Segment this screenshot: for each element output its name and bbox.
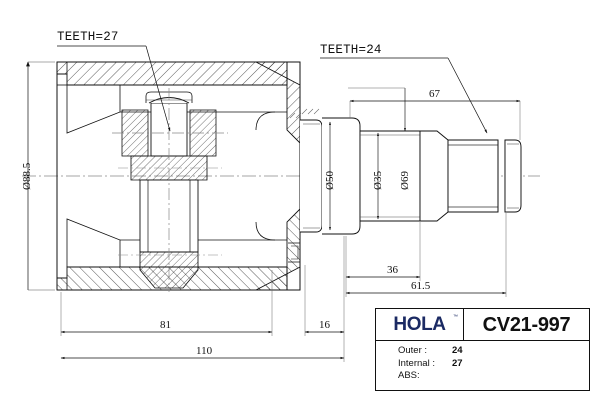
spec-label-abs: ABS: [398, 370, 420, 381]
spec-label-outer: Outer : [398, 345, 428, 356]
title-block: HOLA ™ CV21-997 Outer : 24 Internal : 27… [375, 308, 590, 391]
label-dia-50: Ø50 [324, 171, 336, 190]
label-len-16: 16 [319, 319, 330, 331]
boot-seat-neck [300, 119, 323, 233]
housing-right-boss-upper [255, 61, 301, 145]
label-teeth-inner: TEETH=27 [57, 30, 119, 44]
spec-row-outer: Outer : 24 [398, 345, 589, 358]
title-block-header: HOLA ™ CV21-997 [376, 309, 589, 341]
leader-teeth-27 [57, 45, 171, 132]
dim-16 [304, 265, 345, 336]
label-dia-35: Ø35 [372, 171, 384, 190]
housing-upper-wall [56, 61, 288, 86]
shaft-seg-d35 [359, 130, 421, 222]
label-dia-69: Ø69 [399, 171, 411, 190]
label-dia-88-5: Ø88.5 [21, 162, 33, 190]
part-number-cell: CV21-997 [464, 309, 589, 340]
dim-61-5 [345, 213, 507, 297]
spec-label-internal: Internal : [398, 357, 435, 369]
shaft-taper-to-spline [419, 130, 449, 222]
leader-teeth-24 [320, 57, 488, 134]
label-len-67: 67 [429, 88, 440, 100]
shaft-end-nose [504, 139, 522, 213]
brand-logo: HOLA ™ [376, 309, 464, 340]
dim-110 [60, 236, 345, 362]
trademark-icon: ™ [453, 314, 458, 320]
spec-value-abs [446, 370, 452, 383]
spec-value-outer: 24 [452, 345, 463, 356]
label-teeth-outer: TEETH=24 [320, 43, 382, 57]
label-len-36: 36 [387, 264, 398, 276]
break-hatch-marks [289, 108, 320, 119]
dim-36 [345, 222, 421, 281]
label-len-81: 81 [160, 319, 171, 331]
label-len-61-5: 61.5 [411, 280, 431, 292]
dim-dia-69 [348, 87, 407, 132]
dim-dia-88-5 [26, 61, 55, 291]
housing-right-boss-lower [255, 207, 301, 291]
dim-81 [60, 270, 273, 336]
shaft-spline-body [447, 139, 499, 213]
label-len-110: 110 [196, 345, 213, 357]
spec-row-internal: Internal : 27 [398, 358, 589, 371]
spec-value-internal: 27 [452, 357, 463, 369]
dim-67 [349, 99, 521, 140]
spec-list: Outer : 24 Internal : 27 ABS: [376, 341, 589, 383]
spec-row-abs: ABS: [398, 370, 589, 383]
brand-logo-text: HOLA [393, 314, 446, 335]
part-number-text: CV21-997 [482, 313, 571, 336]
